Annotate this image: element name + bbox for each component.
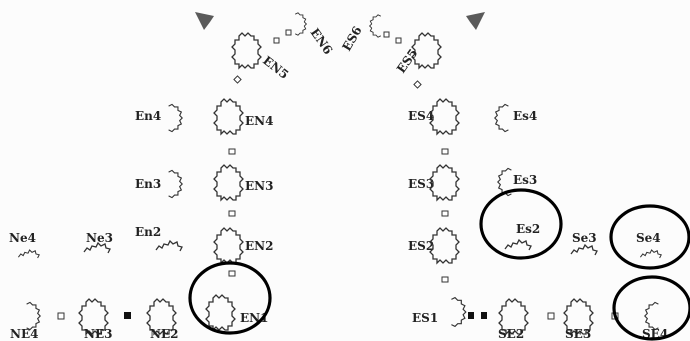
label-es4: ES4 — [408, 109, 434, 123]
link-node — [285, 29, 292, 36]
label-en6: EN6 — [308, 26, 336, 57]
cog-se3 — [570, 244, 598, 256]
cog-en5 — [231, 32, 262, 69]
label-es2-small: Es2 — [516, 222, 540, 236]
highlight-circle-se4-bottom — [612, 275, 690, 341]
label-se4: Se4 — [636, 231, 661, 245]
label-ne4: Ne4 — [9, 231, 36, 245]
link-node — [413, 80, 422, 89]
label-ne4-upper: NE4 — [10, 327, 38, 341]
link-node — [441, 148, 449, 155]
link-node — [57, 312, 65, 320]
cog-en4-small — [168, 103, 183, 133]
label-se3-upper: SE3 — [565, 327, 591, 341]
cog-ne4 — [17, 249, 40, 259]
cog-se4 — [639, 249, 662, 259]
label-en4: EN4 — [245, 114, 273, 128]
label-ne3-upper: NE3 — [84, 327, 112, 341]
link-node — [228, 270, 236, 277]
cog-es4-small — [494, 103, 509, 133]
label-es2: ES2 — [408, 239, 434, 253]
label-en2: EN2 — [245, 239, 273, 253]
fan-marker-left — [195, 12, 214, 30]
highlight-circle-en1 — [188, 261, 272, 335]
label-en2-small: En2 — [135, 225, 161, 239]
cog-es4 — [429, 98, 460, 135]
cog-en2-small — [155, 240, 183, 252]
label-en4-small: En4 — [135, 109, 161, 123]
link-node — [228, 148, 236, 155]
cog-en2 — [213, 227, 244, 264]
link-node — [124, 312, 131, 319]
cog-en3 — [213, 164, 244, 201]
cog-es2 — [429, 227, 460, 264]
fan-marker-right — [466, 12, 485, 30]
cog-en1 — [205, 294, 236, 331]
cog-es1 — [450, 297, 467, 327]
highlight-circle-es2 — [479, 188, 563, 260]
label-en3-small: En3 — [135, 177, 161, 191]
highlight-circle-se4 — [609, 204, 690, 270]
label-se3: Se3 — [572, 231, 597, 245]
label-se2-upper: SE2 — [498, 327, 524, 341]
link-node — [395, 37, 402, 44]
label-es6: ES6 — [339, 24, 364, 54]
label-en3: EN3 — [245, 179, 273, 193]
cog-es6 — [369, 14, 382, 38]
label-es3: ES3 — [408, 177, 434, 191]
cog-en3-small — [168, 169, 183, 199]
link-node — [441, 210, 449, 217]
cog-es5 — [411, 32, 442, 69]
cog-en6 — [294, 12, 307, 36]
cog-es2-small — [504, 239, 532, 251]
link-node — [481, 312, 487, 319]
link-node — [468, 312, 474, 319]
cog-se4-bottom — [644, 301, 659, 331]
label-es4-small: Es4 — [513, 109, 537, 123]
link-node — [273, 37, 280, 44]
cog-es3 — [429, 164, 460, 201]
link-node — [233, 75, 242, 84]
link-node — [383, 31, 390, 38]
label-ne3: Ne3 — [86, 231, 113, 245]
label-es3-small: Es3 — [513, 173, 537, 187]
link-node — [547, 312, 555, 320]
label-ne2-upper: NE2 — [150, 327, 178, 341]
cog-ne4-bottom — [26, 301, 41, 331]
label-en5: EN5 — [260, 53, 291, 82]
link-node — [228, 210, 236, 217]
cog-en4 — [213, 98, 244, 135]
link-node — [441, 276, 449, 283]
label-es5: ES5 — [394, 46, 420, 75]
label-es1: ES1 — [412, 311, 438, 325]
